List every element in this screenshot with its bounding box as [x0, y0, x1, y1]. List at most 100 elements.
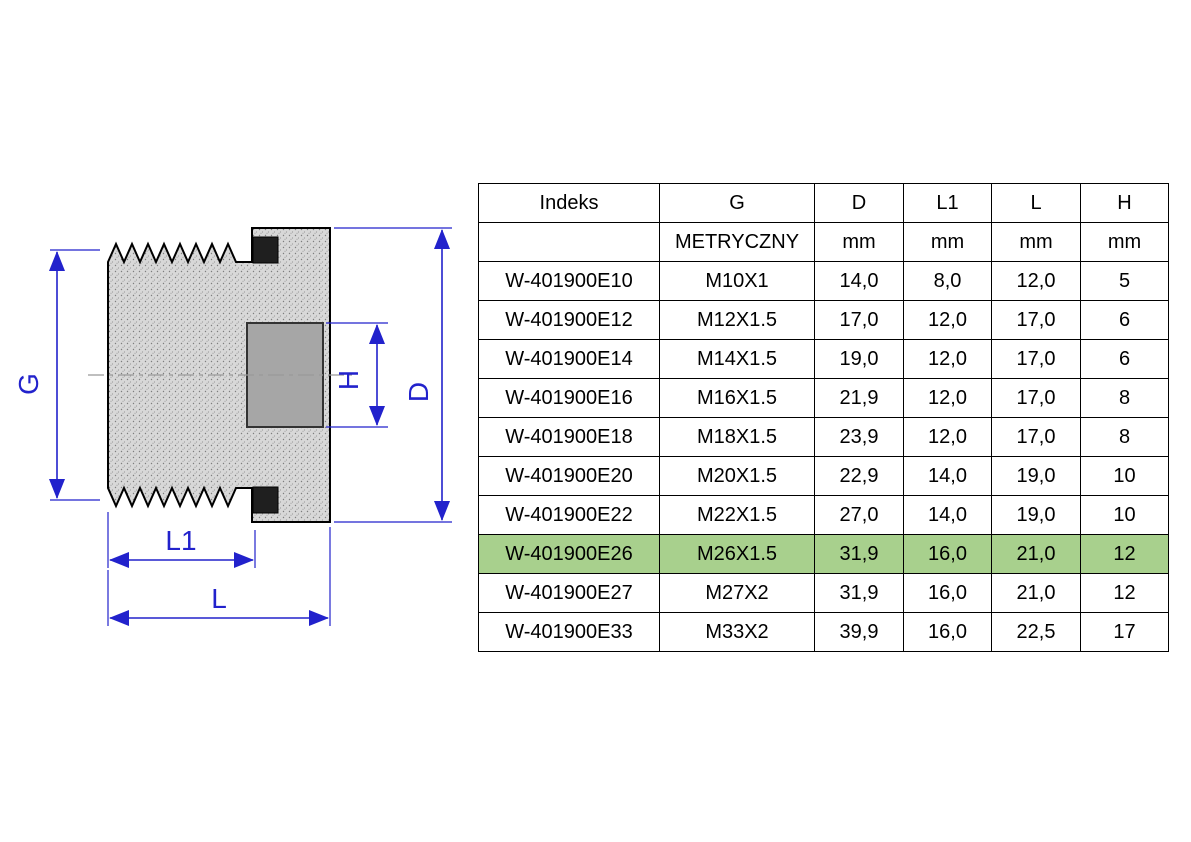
table-cell: 14,0 [814, 261, 904, 301]
table-cell: 14,0 [903, 495, 992, 535]
table-cell: W-401900E16 [478, 378, 660, 418]
table-cell: 8 [1080, 378, 1169, 418]
table-cell: M16X1.5 [659, 378, 815, 418]
table-cell: 17,0 [991, 378, 1081, 418]
table-cell: W-401900E20 [478, 456, 660, 496]
spec-table: Indeks G D L1 L H METRYCZNY mm mm mm mm … [478, 183, 1169, 652]
table-cell: 19,0 [814, 339, 904, 379]
table-cell: W-401900E18 [478, 417, 660, 457]
table-cell: 31,9 [814, 534, 904, 574]
table-cell: 17,0 [991, 300, 1081, 340]
seal-ring-top [252, 236, 279, 264]
table-cell: M12X1.5 [659, 300, 815, 340]
table-cell: 21,0 [991, 573, 1081, 613]
plug-technical-drawing: G D H L1 L [13, 227, 452, 626]
table-cell: 27,0 [814, 495, 904, 535]
table-cell: M18X1.5 [659, 417, 815, 457]
table-cell: 17 [1080, 612, 1169, 652]
table-cell: 22,5 [991, 612, 1081, 652]
dim-label-h: H [333, 370, 364, 390]
table-cell: 23,9 [814, 417, 904, 457]
table-cell: 21,0 [991, 534, 1081, 574]
spec-table-container: Indeks G D L1 L H METRYCZNY mm mm mm mm … [478, 183, 1169, 652]
table-cell: 6 [1080, 300, 1169, 340]
table-cell: W-401900E14 [478, 339, 660, 379]
table-cell: 39,9 [814, 612, 904, 652]
table-cell: 17,0 [991, 339, 1081, 379]
dimension-l [107, 527, 331, 626]
dim-label-l1: L1 [165, 525, 196, 556]
table-cell: M27X2 [659, 573, 815, 613]
table-units-row: METRYCZNY mm mm mm mm [478, 222, 1169, 262]
dim-label-l: L [211, 583, 227, 614]
unit-cell: mm [903, 222, 992, 262]
unit-cell: mm [1080, 222, 1169, 262]
table-header-row: Indeks G D L1 L H [478, 183, 1169, 223]
table-cell: 10 [1080, 495, 1169, 535]
table-cell: 16,0 [903, 573, 992, 613]
unit-cell [478, 222, 660, 262]
seal-ring-bottom [252, 486, 279, 514]
col-header-h: H [1080, 183, 1169, 223]
dimension-g [49, 249, 100, 501]
table-cell: 19,0 [991, 495, 1081, 535]
table-cell: 12,0 [903, 378, 992, 418]
dimension-h [326, 322, 388, 428]
table-cell: W-401900E22 [478, 495, 660, 535]
dimension-l1 [107, 512, 256, 568]
table-cell: 16,0 [903, 612, 992, 652]
table-cell: 17,0 [814, 300, 904, 340]
table-cell: 5 [1080, 261, 1169, 301]
table-cell: 12,0 [991, 261, 1081, 301]
table-cell: 14,0 [903, 456, 992, 496]
col-header-l1: L1 [903, 183, 992, 223]
table-cell: 8,0 [903, 261, 992, 301]
table-cell: W-401900E27 [478, 573, 660, 613]
table-cell: 12,0 [903, 300, 992, 340]
table-cell: M22X1.5 [659, 495, 815, 535]
table-cell: M33X2 [659, 612, 815, 652]
table-cell: W-401900E10 [478, 261, 660, 301]
table-cell: 16,0 [903, 534, 992, 574]
table-cell: 19,0 [991, 456, 1081, 496]
unit-cell: mm [991, 222, 1081, 262]
table-cell: 12 [1080, 573, 1169, 613]
table-cell: 17,0 [991, 417, 1081, 457]
table-cell: 8 [1080, 417, 1169, 457]
col-header-indeks: Indeks [478, 183, 660, 223]
table-cell: W-401900E12 [478, 300, 660, 340]
col-header-d: D [814, 183, 904, 223]
dim-label-d: D [403, 382, 434, 402]
table-cell: 21,9 [814, 378, 904, 418]
unit-cell: METRYCZNY [659, 222, 815, 262]
table-cell: 31,9 [814, 573, 904, 613]
table-cell: W-401900E33 [478, 612, 660, 652]
table-cell: 12,0 [903, 339, 992, 379]
unit-cell: mm [814, 222, 904, 262]
table-cell: M14X1.5 [659, 339, 815, 379]
table-cell: M26X1.5 [659, 534, 815, 574]
col-header-l: L [991, 183, 1081, 223]
table-cell: 22,9 [814, 456, 904, 496]
table-cell: M20X1.5 [659, 456, 815, 496]
col-header-g: G [659, 183, 815, 223]
table-cell: 12 [1080, 534, 1169, 574]
dim-label-g: G [13, 373, 44, 395]
table-cell: 6 [1080, 339, 1169, 379]
table-cell: M10X1 [659, 261, 815, 301]
dimension-d [334, 227, 452, 523]
table-cell: 12,0 [903, 417, 992, 457]
table-cell: W-401900E26 [478, 534, 660, 574]
